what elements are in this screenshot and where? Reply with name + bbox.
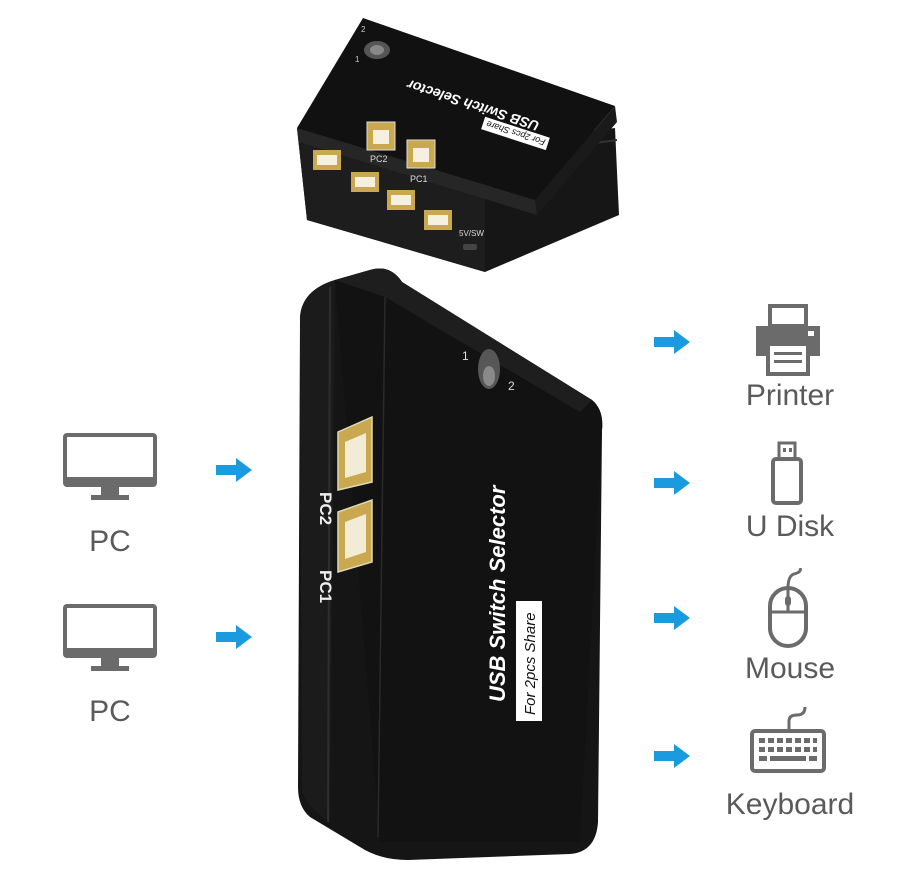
keyboard-icon — [750, 706, 826, 773]
main-switch-label-2: 2 — [508, 379, 515, 393]
top-port-label-pc1: PC1 — [410, 174, 428, 184]
arrow-right-icon — [216, 458, 252, 482]
input-label-pc-1: PC — [89, 525, 131, 558]
main-device-photo: 1 2 USB Switch Selector For 2pcs Share P… — [298, 268, 603, 860]
usb-drive-icon — [771, 441, 803, 505]
main-switch-label-1: 1 — [462, 349, 469, 363]
arrow-right-icon — [654, 471, 690, 495]
top-power-port[interactable] — [463, 244, 477, 250]
arrow-right-icon — [654, 744, 690, 768]
monitor-icon — [63, 433, 157, 500]
printer-icon — [756, 304, 820, 376]
output-label-printer: Printer — [745, 379, 835, 412]
top-port-label-pc2: PC2 — [370, 154, 388, 164]
main-port-label-pc2: PC2 — [316, 492, 335, 525]
main-device-title: USB Switch Selector — [485, 484, 510, 702]
arrow-right-icon — [654, 606, 690, 630]
top-power-label: 5V/SW — [459, 229, 484, 238]
main-port-label-pc1: PC1 — [316, 570, 335, 603]
top-switch-label-1: 1 — [355, 55, 360, 64]
mouse-icon — [768, 568, 808, 648]
input-label-pc-2: PC — [89, 695, 131, 728]
output-label-mouse: Mouse — [744, 652, 836, 685]
top-switch-label-2: 2 — [361, 25, 366, 34]
monitor-icon — [63, 604, 157, 671]
arrow-right-icon — [216, 625, 252, 649]
output-label-keyboard: Keyboard — [725, 788, 855, 821]
arrow-right-icon — [654, 330, 690, 354]
main-device-subtitle: For 2pcs Share — [522, 612, 539, 715]
output-label-u-disk: U Disk — [745, 510, 835, 543]
top-device-photo: USB Switch Selector For 2pcs Share 2 1 P… — [297, 18, 619, 272]
